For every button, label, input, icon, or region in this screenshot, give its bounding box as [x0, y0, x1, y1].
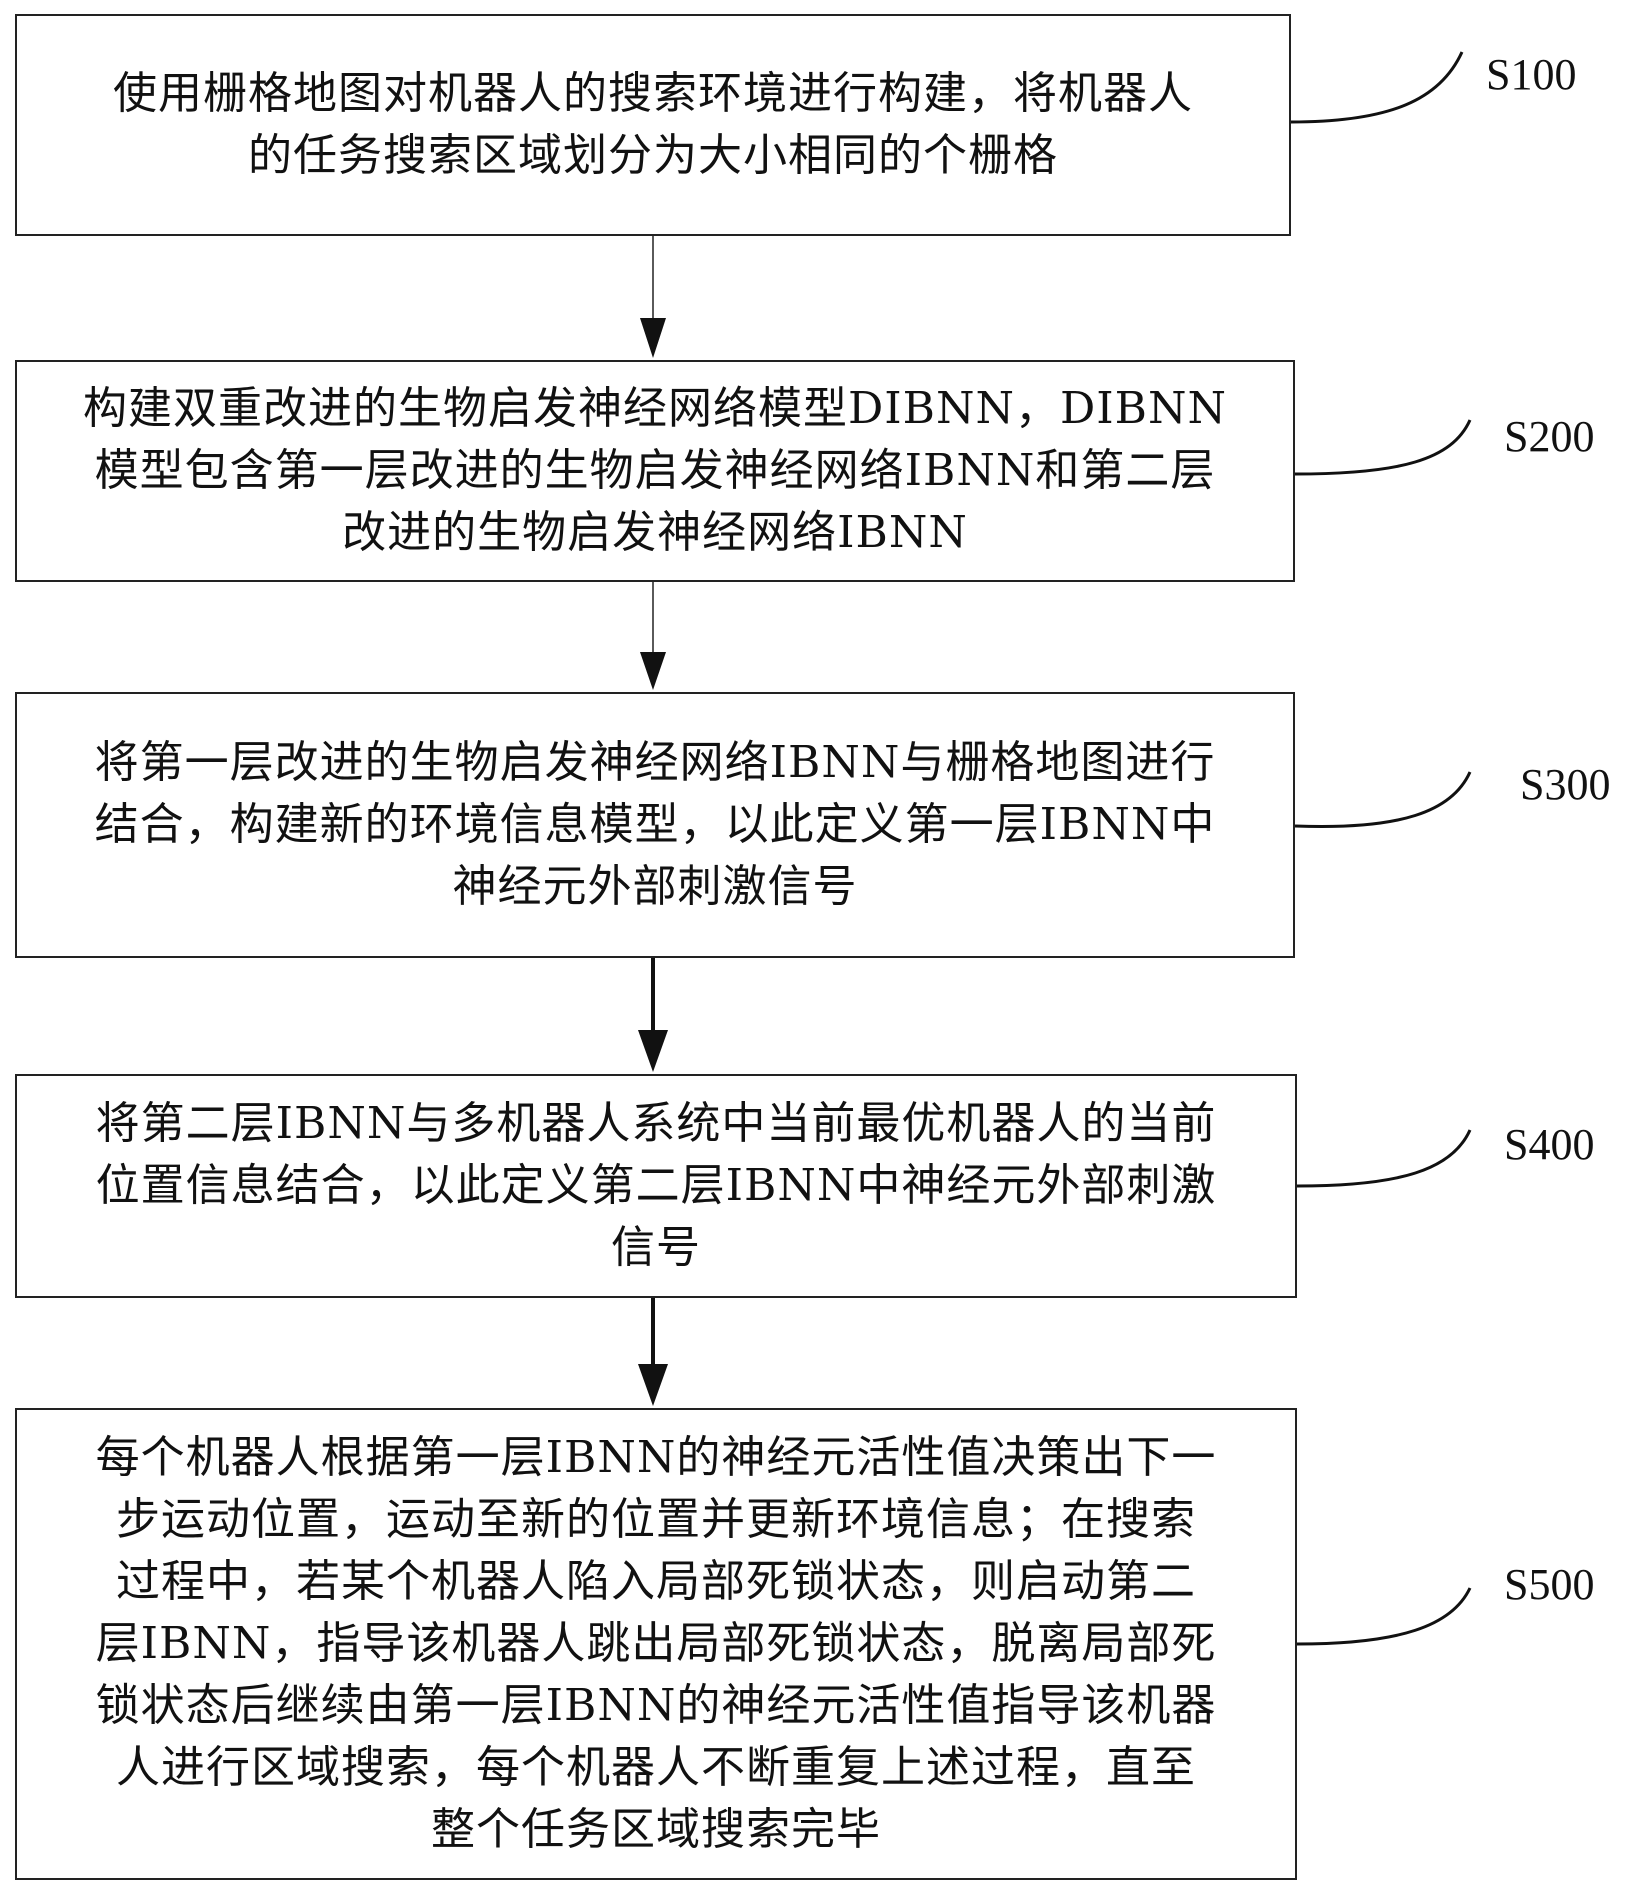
leader-line-s400	[1296, 1129, 1472, 1188]
step-box-s100: 使用栅格地图对机器人的搜索环境进行构建，将机器人 的任务搜索区域划分为大小相同的…	[15, 14, 1291, 236]
step-label-s200: S200	[1504, 412, 1595, 461]
step-box-s400: 将第二层IBNN与多机器人系统中当前最优机器人的当前 位置信息结合，以此定义第二…	[15, 1074, 1297, 1298]
step-box-s200: 构建双重改进的生物启发神经网络模型DIBNN，DIBNN 模型包含第一层改进的生…	[15, 360, 1295, 582]
step-text-s100: 使用栅格地图对机器人的搜索环境进行构建，将机器人 的任务搜索区域划分为大小相同的…	[113, 68, 1193, 181]
step-box-s300: 将第一层改进的生物启发神经网络IBNN与栅格地图进行 结合，构建新的环境信息模型…	[15, 692, 1295, 958]
step-label-s500: S500	[1504, 1560, 1595, 1609]
leader-line-s300	[1294, 771, 1472, 829]
step-text-s300: 将第一层改进的生物启发神经网络IBNN与栅格地图进行 结合，构建新的环境信息模型…	[94, 737, 1216, 912]
arrow-s200-to-s300	[640, 582, 666, 690]
step-label-s400: S400	[1504, 1120, 1595, 1169]
step-label-s300: S300	[1520, 760, 1611, 809]
leader-line-s500	[1296, 1587, 1472, 1646]
step-text-s500: 每个机器人根据第一层IBNN的神经元活性值决策出下一 步运动位置，运动至新的位置…	[95, 1432, 1217, 1855]
arrow-s300-to-s400	[638, 958, 668, 1072]
step-label-s100: S100	[1486, 50, 1577, 99]
arrow-s100-to-s200	[640, 236, 666, 358]
step-text-s400: 将第二层IBNN与多机器人系统中当前最优机器人的当前 位置信息结合，以此定义第二…	[95, 1098, 1217, 1273]
step-text-s200: 构建双重改进的生物启发神经网络模型DIBNN，DIBNN 模型包含第一层改进的生…	[83, 383, 1227, 558]
leader-line-s100	[1290, 51, 1464, 124]
leader-line-s200	[1294, 419, 1472, 476]
step-box-s500: 每个机器人根据第一层IBNN的神经元活性值决策出下一 步运动位置，运动至新的位置…	[15, 1408, 1297, 1880]
arrow-s400-to-s500	[638, 1298, 668, 1406]
